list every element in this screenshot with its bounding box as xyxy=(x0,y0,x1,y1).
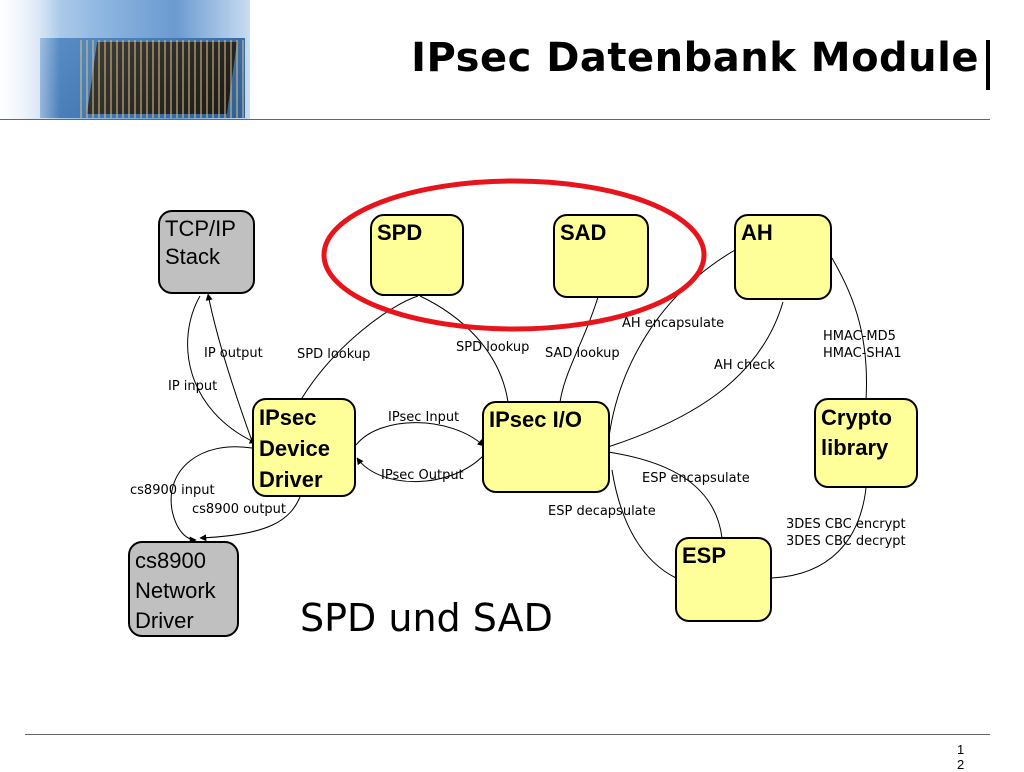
ipsec-device-driver-label: IPsec Device Driver xyxy=(259,405,330,492)
header-rule xyxy=(0,119,990,120)
ipsec-output-label: IPsec Output xyxy=(381,468,464,483)
hmac-label: HMAC-MD5 HMAC-SHA1 xyxy=(823,329,902,361)
spd-lookup-label-io: SPD lookup xyxy=(456,340,530,355)
spd-lookup-label-driver: SPD lookup xyxy=(297,347,371,362)
ah-label: AH xyxy=(741,220,773,245)
slide-caption: SPD und SAD xyxy=(300,596,553,640)
ah-encapsulate-label: AH encapsulate xyxy=(622,316,725,331)
crypto-library-box: Crypto library xyxy=(814,398,918,488)
footer-rule xyxy=(25,734,990,735)
ah-encapsulate-connector xyxy=(607,249,736,446)
cs8900-network-driver-label: cs8900 Network Driver xyxy=(135,548,216,634)
sad-box: SAD xyxy=(553,214,649,298)
header-fade xyxy=(0,0,60,119)
sad-lookup-label: SAD lookup xyxy=(545,346,620,361)
spd-box: SPD xyxy=(370,214,464,296)
ah-check-connector xyxy=(607,301,784,448)
ipsec-input-connector xyxy=(355,422,485,447)
cs8900-network-driver-box: cs8900 Network Driver xyxy=(128,541,239,637)
sad-label: SAD xyxy=(560,220,607,245)
ipsec-io-box: IPsec I/O xyxy=(482,401,610,493)
slide-title: IPsec Datenbank Module xyxy=(411,35,979,81)
tcpip-stack-box: TCP/IP Stack xyxy=(158,210,255,294)
esp-decapsulate-connector xyxy=(611,469,677,579)
ipsec-device-driver-box: IPsec Device Driver xyxy=(252,398,356,497)
highlight-ellipse xyxy=(321,178,707,332)
spd-label: SPD xyxy=(377,220,423,245)
hmac-connector xyxy=(831,257,868,401)
ip-output-label: IP output xyxy=(204,346,263,361)
crypto-library-label: Crypto library xyxy=(821,405,892,460)
ip-input-label: IP input xyxy=(168,379,218,394)
sad-lookup-connector xyxy=(559,296,599,403)
esp-encapsulate-connector xyxy=(607,451,723,539)
ah-box: AH xyxy=(734,214,832,300)
ipsec-io-label: IPsec I/O xyxy=(489,407,582,432)
des-label: 3DES CBC encrypt 3DES CBC decrypt xyxy=(786,517,906,549)
cs8900-output-connector xyxy=(199,496,301,542)
ipsec-output-connector xyxy=(356,454,485,483)
ah-check-label: AH check xyxy=(714,358,775,373)
des-connector xyxy=(771,487,867,579)
cs8900-output-label: cs8900 output xyxy=(192,502,287,517)
esp-box: ESP xyxy=(675,537,772,622)
header-chip-image xyxy=(0,0,250,119)
cs8900-input-connector xyxy=(170,446,253,544)
cs8900-input-label: cs8900 input xyxy=(130,483,215,498)
spd-lookup-connector-io xyxy=(419,295,509,403)
ip-input-connector xyxy=(187,295,257,444)
page-number: 12 xyxy=(957,742,965,772)
title-accent-bar xyxy=(986,40,990,90)
esp-decapsulate-label: ESP decapsulate xyxy=(548,504,656,519)
tcpip-stack-label: TCP/IP Stack xyxy=(165,216,236,269)
esp-encapsulate-label: ESP encapsulate xyxy=(642,471,750,486)
chip-pins xyxy=(80,40,245,118)
ipsec-input-label: IPsec Input xyxy=(388,410,460,425)
spd-lookup-connector-driver xyxy=(301,295,419,399)
esp-label: ESP xyxy=(682,543,727,568)
ip-output-connector xyxy=(205,293,253,442)
